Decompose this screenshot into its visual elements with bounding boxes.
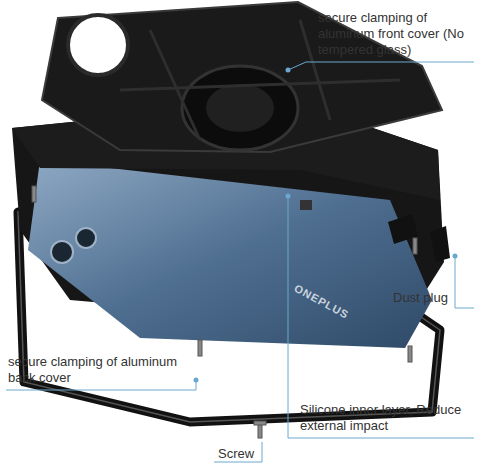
port <box>300 200 312 210</box>
camera-cutout <box>68 15 128 75</box>
camera-lens <box>51 241 73 263</box>
callout-label: secure clamping of aluminum back cover <box>8 354 192 386</box>
callout-label: secure clamping of aluminum front cover … <box>318 10 476 58</box>
kickstand-hub <box>206 84 274 132</box>
callout-label: Silicone inner layer, Reduce external im… <box>300 402 472 434</box>
camera-lens <box>76 228 96 248</box>
leader-dots <box>194 68 458 383</box>
callout-label: Screw <box>218 446 262 462</box>
phone <box>28 160 432 348</box>
leader-lines <box>6 62 474 462</box>
callout-label: Dust plug <box>393 290 473 306</box>
dust-plug <box>430 226 450 262</box>
screws <box>32 186 417 438</box>
